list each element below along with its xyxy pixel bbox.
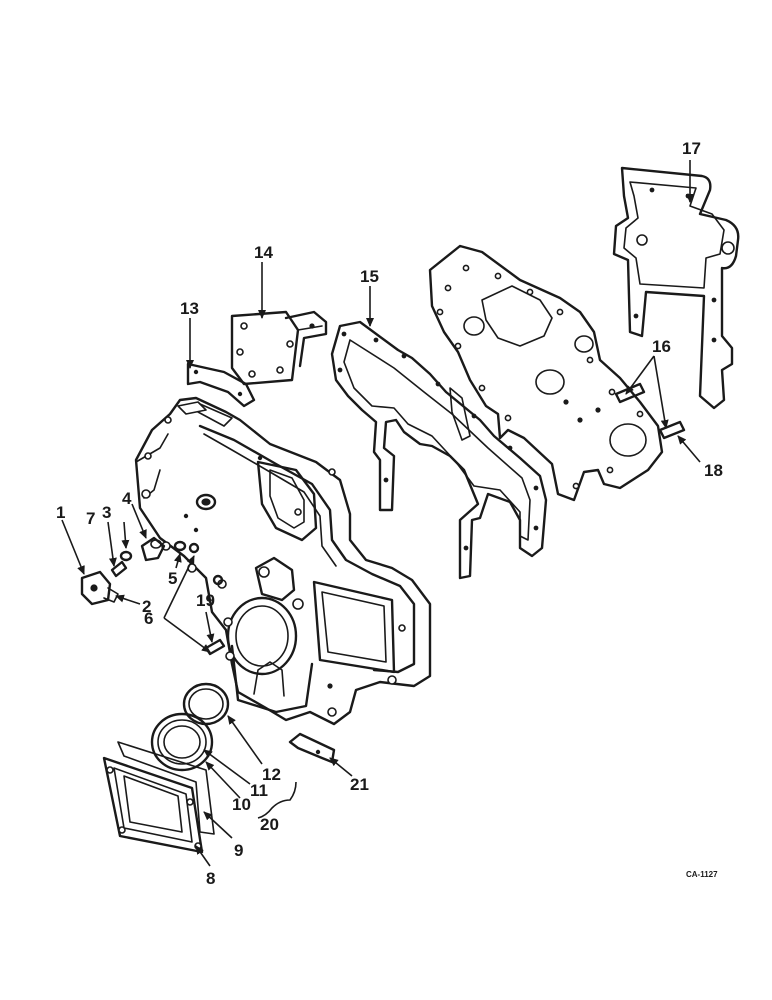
callout-16: 16 bbox=[652, 337, 671, 356]
gasket-9 bbox=[117, 741, 215, 835]
callout-13: 13 bbox=[180, 299, 199, 318]
plug-7 bbox=[110, 560, 128, 578]
plate-14 bbox=[230, 310, 328, 386]
pin-18 bbox=[658, 420, 686, 440]
oring-12 bbox=[182, 682, 230, 726]
callout-2: 2 bbox=[142, 597, 151, 616]
callout-18: 18 bbox=[704, 461, 723, 480]
callout-14: 14 bbox=[254, 243, 273, 262]
cover-8 bbox=[102, 756, 204, 854]
gasket-15 bbox=[330, 320, 548, 580]
gasket-13 bbox=[186, 362, 256, 408]
callout-21: 21 bbox=[350, 775, 369, 794]
washer-3 bbox=[119, 550, 133, 562]
bracket-21 bbox=[288, 732, 336, 764]
callout-7: 7 bbox=[86, 509, 95, 528]
callout-4: 4 bbox=[122, 489, 132, 508]
drawing-code: CA-1127 bbox=[686, 870, 718, 879]
callout-9: 9 bbox=[234, 841, 243, 860]
washer-5 bbox=[173, 540, 187, 552]
callout-8: 8 bbox=[206, 869, 215, 888]
callout-3: 3 bbox=[102, 503, 111, 522]
callout-17: 17 bbox=[682, 139, 701, 158]
seal-10-11 bbox=[150, 712, 214, 772]
gasket-17 bbox=[612, 166, 740, 410]
callout-1: 1 bbox=[56, 503, 65, 522]
callout-20: 20 bbox=[260, 815, 279, 834]
pin-16 bbox=[614, 382, 646, 404]
fitting-4 bbox=[140, 536, 166, 562]
leader-lines bbox=[61, 160, 701, 867]
callout-11: 11 bbox=[250, 781, 268, 800]
callout-labels: 1 2 3 4 5 6 7 8 9 10 11 12 13 14 15 16 1… bbox=[56, 139, 723, 888]
callout-10: 10 bbox=[232, 795, 251, 814]
front-plate bbox=[428, 244, 664, 502]
callout-19: 19 bbox=[196, 591, 215, 610]
callout-5: 5 bbox=[168, 569, 177, 588]
switch-1 bbox=[80, 570, 119, 606]
callout-15: 15 bbox=[360, 267, 379, 286]
timing-cover bbox=[134, 396, 432, 726]
callout-12: 12 bbox=[262, 765, 281, 784]
dowel-6 bbox=[188, 542, 224, 586]
callout-6: 6 bbox=[144, 609, 153, 628]
